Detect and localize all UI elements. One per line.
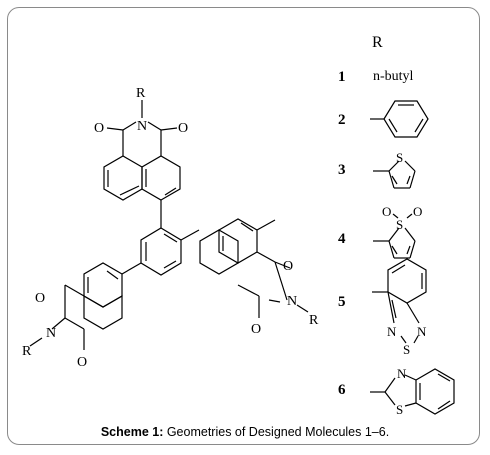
caption-bold: Scheme 1: — [100, 425, 164, 439]
btz-n-label: N — [397, 366, 407, 381]
btd-n-right-label: N — [417, 324, 427, 339]
dioxo-o-right-label: O — [413, 204, 422, 219]
dioxo-o-left-label: O — [382, 204, 391, 219]
substituent-table: R 1 n-butyl 2 3 S 4 — [338, 34, 455, 417]
row-6-number: 6 — [338, 382, 346, 398]
left-o-top-label: O — [35, 291, 45, 306]
left-r-label: R — [22, 344, 32, 359]
row-4-number: 4 — [338, 231, 346, 247]
thienyl-structure — [373, 160, 416, 189]
figure-caption: Scheme 1: Geometries of Designed Molecul… — [0, 425, 490, 439]
row-3-number: 3 — [338, 162, 346, 178]
top-naph-ring-a — [141, 155, 181, 201]
row-1-text: n-butyl — [373, 69, 414, 84]
right-naph-ring-a — [199, 229, 239, 275]
thienyl-s-label: S — [396, 150, 403, 165]
left-naph-ring-a — [83, 262, 123, 308]
left-n-label: N — [46, 326, 56, 341]
top-n-label: N — [137, 119, 147, 134]
row-5-number: 5 — [338, 294, 346, 310]
dioxo-s-label: S — [396, 217, 403, 232]
right-o-bottom-label: O — [251, 322, 261, 337]
left-o-bottom-label: O — [77, 355, 87, 370]
btz-s-label: S — [396, 402, 403, 417]
row-2-number: 2 — [338, 112, 346, 128]
top-o-left-label: O — [94, 121, 104, 136]
right-n-label: N — [287, 294, 297, 309]
top-r-label: R — [136, 86, 146, 101]
btd-n-left-label: N — [387, 324, 397, 339]
right-r-label: R — [309, 313, 319, 328]
table-header: R — [372, 34, 383, 51]
central-benzene — [140, 227, 182, 276]
dioxothienyl-structure — [373, 213, 416, 259]
btd-s-label: S — [403, 342, 410, 357]
core-molecule — [29, 100, 309, 350]
phenyl-structure — [370, 100, 429, 138]
right-o-top-label: O — [283, 259, 293, 274]
top-o-right-label: O — [178, 121, 188, 136]
benzothiadiazole-structure — [372, 258, 427, 344]
caption-text: Geometries of Designed Molecules 1–6. — [163, 425, 390, 439]
left-naph-ring-b — [83, 294, 123, 330]
core-labels: R N O O O N R O O N R O — [22, 86, 319, 370]
benzothiazole-structure — [370, 368, 455, 415]
figure-frame — [7, 7, 480, 445]
row-1-number: 1 — [338, 69, 346, 85]
